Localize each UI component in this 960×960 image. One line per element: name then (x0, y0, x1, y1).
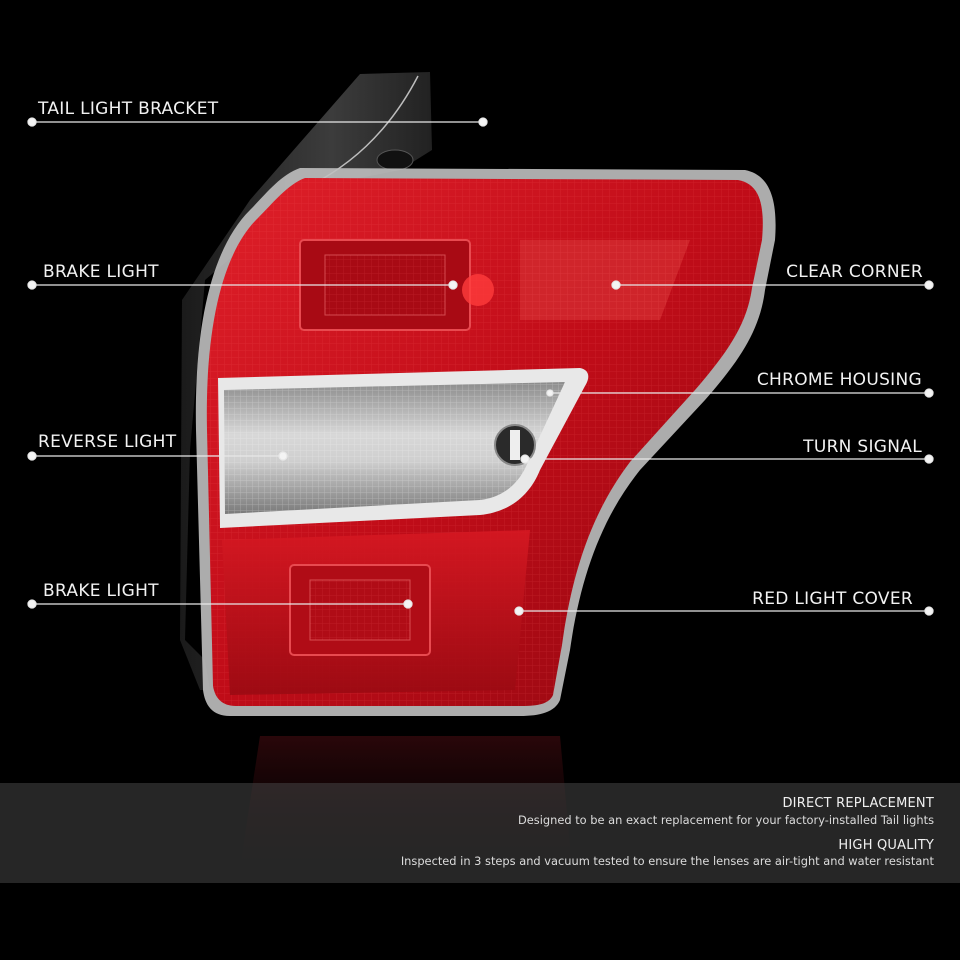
feature-title-high-quality: HIGH QUALITY (838, 838, 934, 853)
feature-desc-high-quality: Inspected in 3 steps and vacuum tested t… (400, 854, 934, 868)
callout-brake-light-top: BRAKE LIGHT (43, 262, 159, 282)
callout-tail-light-bracket: TAIL LIGHT BRACKET (38, 99, 219, 119)
callout-turn-signal: TURN SIGNAL (803, 437, 922, 457)
feature-title-direct-replacement: DIRECT REPLACEMENT (782, 796, 934, 811)
callout-red-light-cover: RED LIGHT COVER (752, 589, 913, 609)
callout-brake-light-bottom: BRAKE LIGHT (43, 581, 159, 601)
callout-lines (27, 117, 934, 616)
callout-clear-corner: CLEAR CORNER (786, 262, 923, 282)
callout-chrome-housing: CHROME HOUSING (756, 370, 922, 390)
callout-reverse-light: REVERSE LIGHT (38, 432, 177, 452)
feature-desc-direct-replacement: Designed to be an exact replacement for … (518, 813, 934, 827)
feature-banner: DIRECT REPLACEMENT Designed to be an exa… (0, 783, 960, 883)
